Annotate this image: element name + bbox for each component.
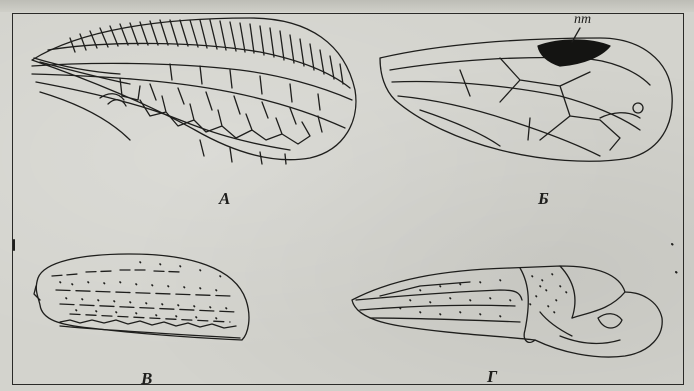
wing-b-drawing — [380, 28, 672, 161]
wing-v-drawing — [34, 254, 249, 340]
label-b: Б — [538, 190, 549, 207]
label-v: В — [141, 370, 152, 387]
pterostigma-annotation: пт — [574, 13, 591, 27]
label-g: Г — [487, 368, 497, 385]
wing-g-drawing — [352, 266, 662, 357]
wing-a-drawing — [32, 18, 356, 164]
label-a: А — [219, 190, 230, 207]
